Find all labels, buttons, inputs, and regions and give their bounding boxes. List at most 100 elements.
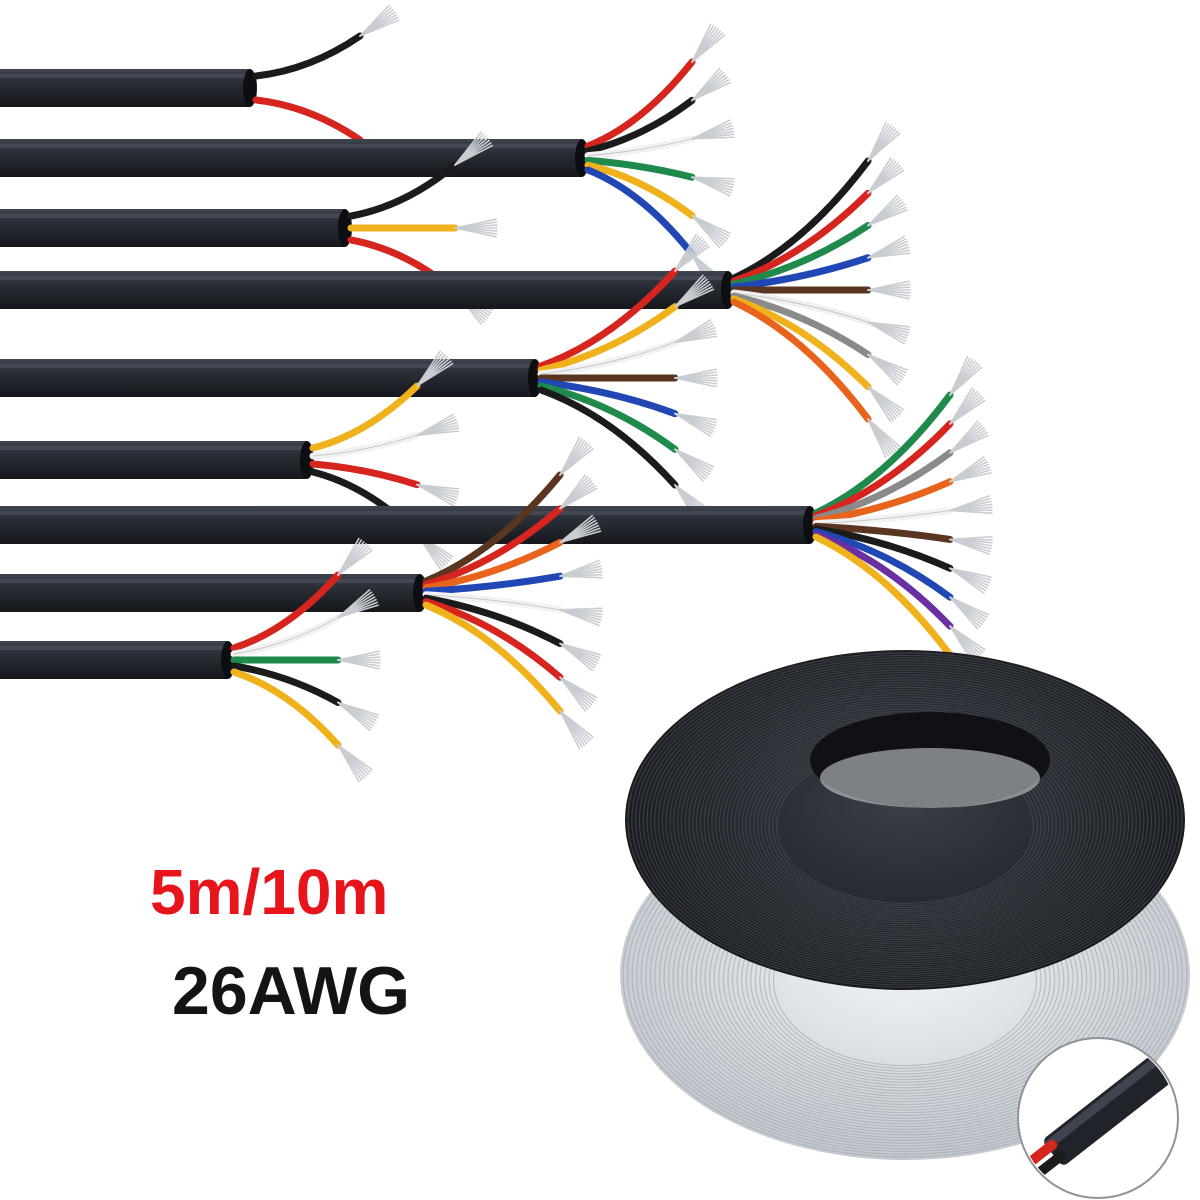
cable-5-core bbox=[0, 537, 381, 783]
cable-4-core bbox=[0, 350, 460, 570]
insulated-wire bbox=[422, 505, 564, 588]
insulated-wire bbox=[812, 533, 954, 659]
insulated-wire bbox=[252, 32, 364, 80]
stripped-strands bbox=[559, 676, 598, 712]
stripped-strands bbox=[949, 625, 986, 663]
stripped-strands bbox=[691, 176, 735, 197]
insulated-wire bbox=[812, 525, 954, 572]
stripped-strands bbox=[454, 218, 498, 238]
insulated-wire bbox=[812, 478, 954, 525]
insulated-wire bbox=[730, 295, 872, 391]
insulated-wire bbox=[309, 382, 421, 452]
stripped-strands bbox=[674, 448, 715, 482]
cable-8-core bbox=[0, 122, 911, 458]
stripped-strands bbox=[949, 387, 986, 425]
stripped-strands bbox=[559, 436, 594, 476]
cable-2-core bbox=[0, 4, 400, 172]
stripped-strands bbox=[416, 350, 454, 387]
stripped-strands bbox=[691, 214, 731, 249]
stripped-strands bbox=[867, 385, 905, 423]
insulated-wire bbox=[422, 594, 564, 648]
cable-cross-section-inset bbox=[1017, 1037, 1179, 1199]
stripped-strands bbox=[867, 235, 911, 259]
stripped-strands bbox=[359, 4, 400, 37]
insulated-wire bbox=[230, 662, 342, 706]
insulated-wire bbox=[537, 382, 679, 453]
insulated-wire bbox=[252, 96, 364, 144]
stripped-strands bbox=[337, 537, 373, 576]
stripped-strands bbox=[867, 122, 901, 162]
insulated-wire bbox=[730, 157, 872, 282]
insulated-wire bbox=[730, 298, 872, 423]
insulated-wire bbox=[812, 391, 954, 517]
stripped-strands bbox=[674, 368, 718, 388]
stripped-strands bbox=[416, 533, 454, 570]
stripped-strands bbox=[337, 650, 381, 670]
black-coil-windings bbox=[627, 652, 1183, 988]
stripped-strands bbox=[337, 589, 379, 619]
black-cable-coil bbox=[625, 650, 1185, 990]
insulated-wire bbox=[422, 471, 564, 585]
stripped-strands bbox=[949, 356, 983, 396]
stripped-strands bbox=[949, 536, 993, 555]
stripped-strands bbox=[674, 233, 710, 272]
stripped-strands bbox=[691, 67, 731, 102]
insulated-wire bbox=[584, 58, 696, 150]
stripped-strands bbox=[949, 456, 992, 483]
insulated-wire bbox=[812, 420, 954, 520]
cable-10-core bbox=[0, 356, 993, 694]
insulated-wire bbox=[537, 303, 679, 374]
stripped-strands bbox=[337, 744, 373, 783]
stripped-strands bbox=[867, 321, 911, 345]
stripped-strands bbox=[559, 474, 598, 510]
stripped-strands bbox=[949, 495, 993, 514]
insulated-wire bbox=[422, 538, 564, 592]
insulated-wire bbox=[584, 156, 696, 181]
stripped-strands bbox=[867, 194, 908, 227]
insulated-wire bbox=[537, 267, 679, 370]
stripped-strands bbox=[337, 701, 379, 731]
insulated-wire bbox=[422, 598, 564, 681]
stripped-strands bbox=[416, 483, 460, 507]
stripped-strands bbox=[674, 412, 718, 437]
wire-gauge-text: 26AWG bbox=[172, 953, 411, 1029]
stripped-strands bbox=[867, 353, 908, 386]
stripped-strands bbox=[559, 642, 602, 672]
stripped-strands bbox=[949, 420, 989, 454]
stripped-strands bbox=[674, 319, 718, 344]
insulated-wire bbox=[230, 571, 342, 652]
insulated-wire bbox=[422, 572, 564, 595]
insulated-wire bbox=[584, 161, 696, 220]
stripped-strands bbox=[559, 514, 602, 544]
insulated-wire bbox=[422, 601, 564, 715]
insulated-wire bbox=[812, 528, 954, 601]
stripped-strands bbox=[559, 559, 603, 579]
insulated-wire bbox=[812, 530, 954, 630]
stripped-strands bbox=[867, 418, 901, 458]
insulated-wire bbox=[537, 386, 679, 489]
insulated-wire bbox=[309, 460, 421, 489]
insulated-wire bbox=[812, 449, 954, 522]
cable-8-core bbox=[0, 436, 603, 750]
insulated-wire bbox=[730, 292, 872, 358]
stripped-strands bbox=[867, 157, 905, 195]
insulated-wire bbox=[537, 378, 679, 418]
stripped-strands bbox=[867, 280, 911, 300]
insulated-wire bbox=[584, 96, 696, 155]
insulated-wire bbox=[347, 161, 459, 220]
stripped-strands bbox=[559, 710, 594, 750]
cable-length-text: 5m/10m bbox=[150, 856, 389, 928]
stripped-strands bbox=[949, 596, 989, 630]
stripped-strands bbox=[691, 23, 726, 63]
insulated-wire bbox=[812, 522, 954, 543]
insulated-wire bbox=[230, 668, 342, 749]
insulated-wire bbox=[730, 222, 872, 288]
stripped-strands bbox=[691, 119, 735, 140]
insulated-wire bbox=[730, 189, 872, 285]
cable-group bbox=[0, 4, 993, 783]
stripped-strands bbox=[674, 274, 715, 308]
stripped-strands bbox=[454, 131, 494, 166]
insulated-wire bbox=[730, 254, 872, 291]
stripped-strands bbox=[416, 413, 460, 437]
